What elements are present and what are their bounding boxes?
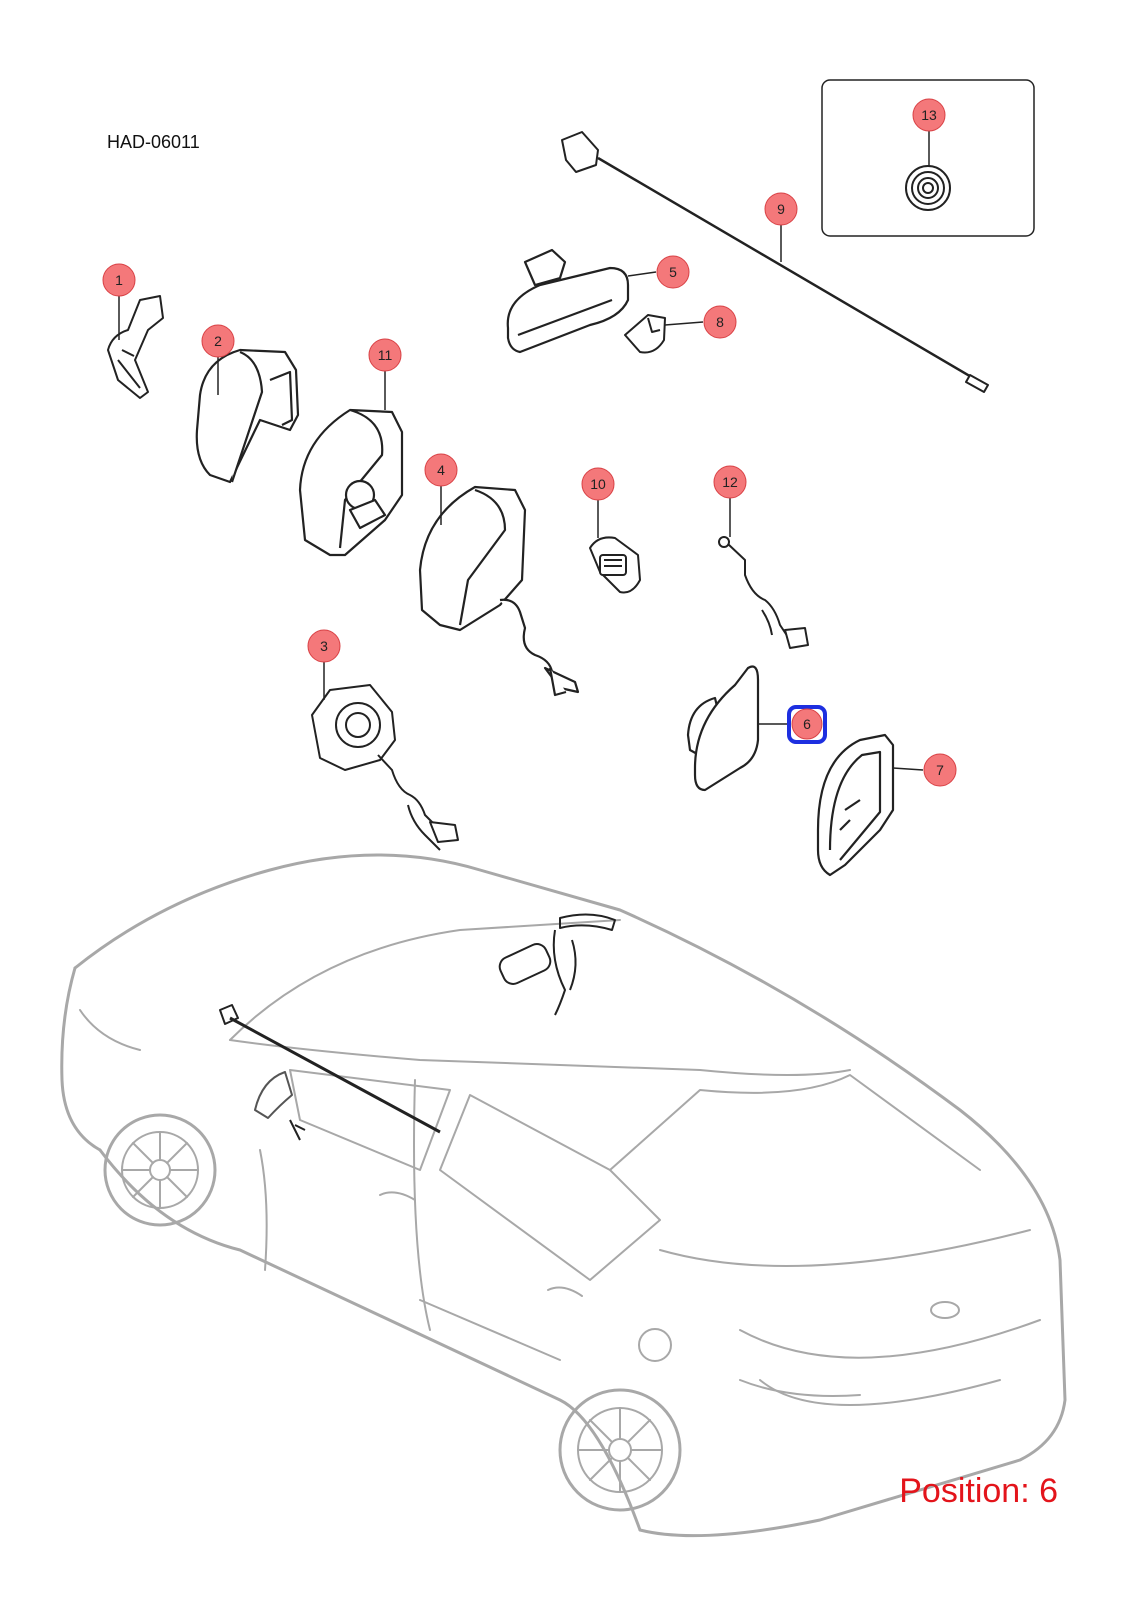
callout-10[interactable]: 10 [581,467,615,501]
callout-3-label: 3 [320,638,328,654]
part-mirror-actuator [311,684,459,851]
part-mirror-glass [686,665,760,792]
callout-4[interactable]: 4 [424,453,458,487]
callout-1-label: 1 [115,272,123,288]
callout-2-label: 2 [214,333,222,349]
callout-1[interactable]: 1 [102,263,136,297]
callout-8[interactable]: 8 [703,305,737,339]
inset-box [821,79,1035,237]
callout-12-label: 12 [722,474,738,490]
part-mirror-bracket [107,295,164,399]
callout-5[interactable]: 5 [656,255,690,289]
callout-7[interactable]: 7 [923,753,957,787]
part-inside-mirror [506,248,630,354]
callout-9-label: 9 [777,201,785,217]
callout-12[interactable]: 12 [713,465,747,499]
part-outside-mirror [418,485,580,697]
part-housing-frame [816,733,895,877]
callout-13[interactable]: 13 [912,98,946,132]
part-mirror-harness [718,536,809,649]
callout-11[interactable]: 11 [368,338,402,372]
part-mirror-housing [298,408,404,557]
callout-4-label: 4 [437,462,445,478]
callout-9[interactable]: 9 [764,192,798,226]
callout-8-label: 8 [716,314,724,330]
callout-11-label: 11 [378,347,393,363]
part-grommet [905,165,951,211]
callouts: 1 2 3 4 5 6 7 8 [102,98,957,787]
part-repeater-lamp [589,536,641,594]
position-label: Position: 6 [899,1472,1058,1510]
callout-2[interactable]: 2 [201,324,235,358]
car-illustration [60,853,1067,1538]
diagram-id: HAD-06011 [107,132,200,152]
callout-3[interactable]: 3 [307,629,341,663]
callout-6-label: 6 [803,716,811,732]
callout-6[interactable]: 6 [787,705,827,744]
callout-10-label: 10 [590,476,606,492]
part-mount-cover [624,314,666,354]
installed-parts [219,913,616,1141]
callout-7-label: 7 [936,762,944,778]
callout-13-label: 13 [921,107,937,123]
callout-5-label: 5 [669,264,677,280]
leader-lines [118,130,930,771]
part-mirror-cover [195,348,300,484]
part-antenna-cable [561,131,989,393]
